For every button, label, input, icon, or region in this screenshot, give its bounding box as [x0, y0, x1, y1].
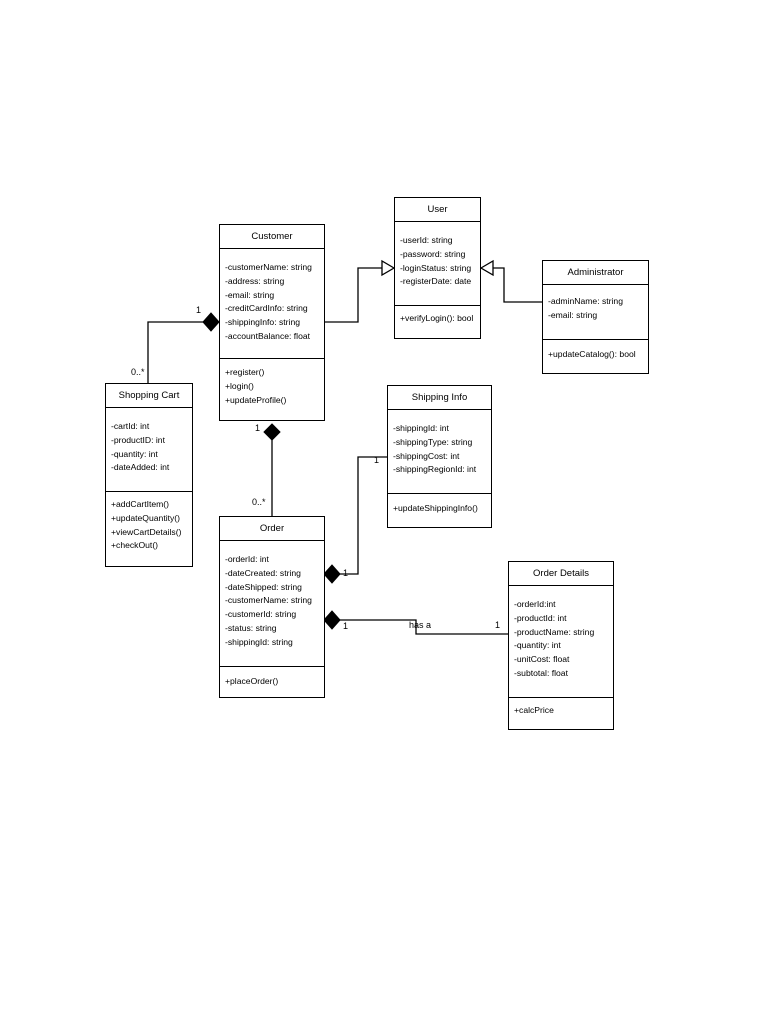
attribute: -address: string	[225, 275, 285, 286]
class-administrator: Administrator -adminName: string -email:…	[542, 260, 649, 374]
class-order-details-attributes: -orderId:int -productId: int -productNam…	[509, 586, 613, 698]
administrator-user-generalization-line	[493, 267, 542, 303]
operation: +updateCatalog(): bool	[548, 349, 636, 359]
attribute: -userId: string	[400, 235, 453, 245]
attribute: -dateCreated: string	[225, 567, 301, 578]
order-shipping-diamond	[323, 564, 341, 584]
operation: +checkOut()	[111, 540, 159, 551]
attribute: -orderId:int	[514, 599, 556, 609]
attribute: -email: string	[548, 309, 598, 320]
class-user-operations: +verifyLogin(): bool	[395, 306, 480, 326]
order-details-diamond	[323, 610, 341, 630]
attribute: -shippingCost: int	[393, 450, 460, 461]
operation: +login()	[225, 380, 254, 391]
class-shipping-info-name: Shipping Info	[388, 386, 491, 410]
attribute: -unitCost: float	[514, 654, 570, 665]
class-order-operations: +placeOrder()	[220, 667, 324, 689]
operation: +updateQuantity()	[111, 512, 181, 523]
attribute: -customerName: string	[225, 595, 312, 606]
attribute: -productId: int	[514, 612, 567, 623]
class-order: Order -orderId: int -dateCreated: string…	[219, 516, 325, 698]
class-customer-name: Customer	[220, 225, 324, 249]
cart-customer-composition-line	[147, 321, 203, 383]
attribute: -shippingType: string	[393, 436, 473, 447]
attribute: -productID: int	[111, 434, 165, 445]
operation: +verifyLogin(): bool	[400, 313, 474, 323]
multiplicity-customer-order-end: 1	[255, 423, 261, 433]
class-customer-operations: +register() +login() +updateProfile()	[220, 359, 324, 407]
class-shipping-info: Shipping Info -shippingId: int -shipping…	[387, 385, 492, 528]
attribute: -creditCardInfo: string	[225, 303, 308, 314]
multiplicity-shipping-end: 1	[374, 455, 380, 465]
attribute: -status: string	[225, 622, 277, 633]
attribute: -accountBalance: float	[225, 330, 311, 341]
multiplicity-cart-customer-end: 1	[196, 305, 202, 315]
attribute: -shippingId: int	[393, 423, 449, 433]
multiplicity-order-shipping-end: 1	[343, 568, 349, 578]
attribute: -customerName: string	[225, 262, 312, 272]
class-order-details: Order Details -orderId:int -productId: i…	[508, 561, 614, 730]
class-shipping-info-attributes: -shippingId: int -shippingType: string -…	[388, 410, 491, 494]
class-order-attributes: -orderId: int -dateCreated: string -date…	[220, 541, 324, 667]
class-user: User -userId: string -password: string -…	[394, 197, 481, 339]
attribute: -orderId: int	[225, 554, 269, 564]
attribute: -password: string	[400, 248, 466, 259]
multiplicity-order-details-order-end: 1	[343, 621, 349, 631]
attribute: -dateShipped: string	[225, 581, 302, 592]
class-administrator-name: Administrator	[543, 261, 648, 285]
class-order-name: Order	[220, 517, 324, 541]
class-order-details-name: Order Details	[509, 562, 613, 586]
class-shipping-info-operations: +updateShippingInfo()	[388, 494, 491, 516]
operation: +viewCartDetails()	[111, 526, 182, 537]
order-shipping-composition-line	[340, 456, 387, 575]
class-shopping-cart-operations: +addCartItem() +updateQuantity() +viewCa…	[106, 492, 192, 553]
customer-order-diamond	[263, 423, 281, 441]
attribute: -subtotal: float	[514, 667, 568, 678]
class-administrator-operations: +updateCatalog(): bool	[543, 340, 648, 362]
class-user-attributes: -userId: string -password: string -login…	[395, 222, 480, 306]
attribute: -shippingId: string	[225, 636, 293, 647]
class-order-details-operations: +calcPrice	[509, 698, 613, 718]
customer-user-generalization-arrowhead	[381, 259, 396, 277]
customer-user-generalization-line	[325, 267, 382, 323]
attribute: -loginStatus: string	[400, 262, 472, 273]
operation: +calcPrice	[514, 705, 554, 715]
class-shopping-cart-attributes: -cartId: int -productID: int -quantity: …	[106, 408, 192, 492]
attribute: -quantity: int	[111, 448, 158, 459]
class-shopping-cart-name: Shopping Cart	[106, 384, 192, 408]
class-user-name: User	[395, 198, 480, 222]
multiplicity-order-details-details-end: 1	[495, 620, 501, 630]
attribute: -quantity: int	[514, 640, 561, 651]
attribute: -email: string	[225, 289, 275, 300]
class-shopping-cart: Shopping Cart -cartId: int -productID: i…	[105, 383, 193, 567]
cart-customer-diamond	[202, 312, 220, 332]
multiplicity-cart-cart-end: 0..*	[131, 367, 145, 377]
administrator-user-generalization-arrowhead	[479, 259, 494, 277]
attribute: -registerDate: date	[400, 276, 472, 287]
class-customer: Customer -customerName: string -address:…	[219, 224, 325, 421]
order-details-composition-line	[340, 619, 508, 635]
attribute: -customerId: string	[225, 609, 297, 620]
attribute: -productName: string	[514, 626, 595, 637]
operation: +updateProfile()	[225, 394, 287, 405]
operation: +addCartItem()	[111, 499, 170, 509]
attribute: -cartId: int	[111, 421, 150, 431]
association-label-has-a: has a	[409, 620, 432, 630]
attribute: -adminName: string	[548, 296, 623, 306]
operation: +placeOrder()	[225, 676, 279, 686]
multiplicity-order-order-end: 0..*	[252, 497, 266, 507]
class-administrator-attributes: -adminName: string -email: string	[543, 285, 648, 340]
operation: +register()	[225, 367, 265, 377]
attribute: -dateAdded: int	[111, 462, 170, 473]
operation: +updateShippingInfo()	[393, 503, 478, 513]
attribute: -shippingInfo: string	[225, 317, 300, 328]
class-customer-attributes: -customerName: string -address: string -…	[220, 249, 324, 359]
attribute: -shippingRegionId: int	[393, 464, 477, 475]
